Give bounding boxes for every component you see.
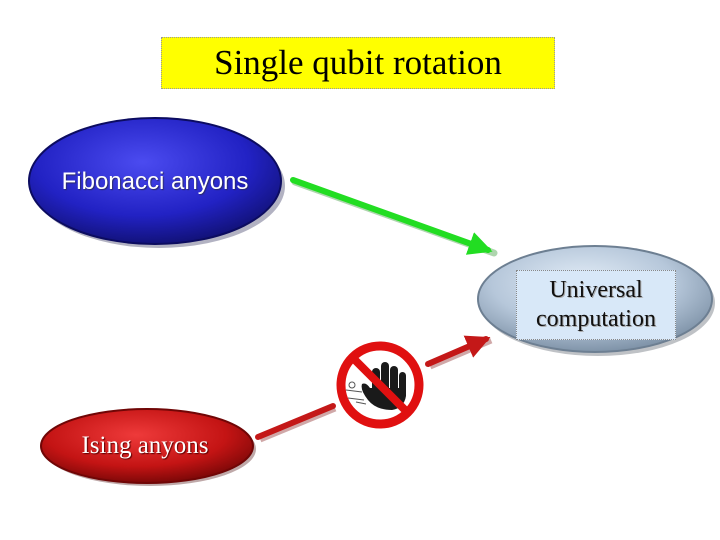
- success-arrow: [290, 177, 493, 255]
- failed-arrow-segment-2: [425, 335, 491, 367]
- fibonacci-node: [28, 117, 282, 245]
- failed-arrow-segment-1: [255, 403, 336, 440]
- diagram-title: Single qubit rotation: [161, 37, 555, 89]
- universal-node: [477, 245, 713, 353]
- ising-node: [40, 408, 254, 484]
- stop-hand-icon: [336, 341, 424, 429]
